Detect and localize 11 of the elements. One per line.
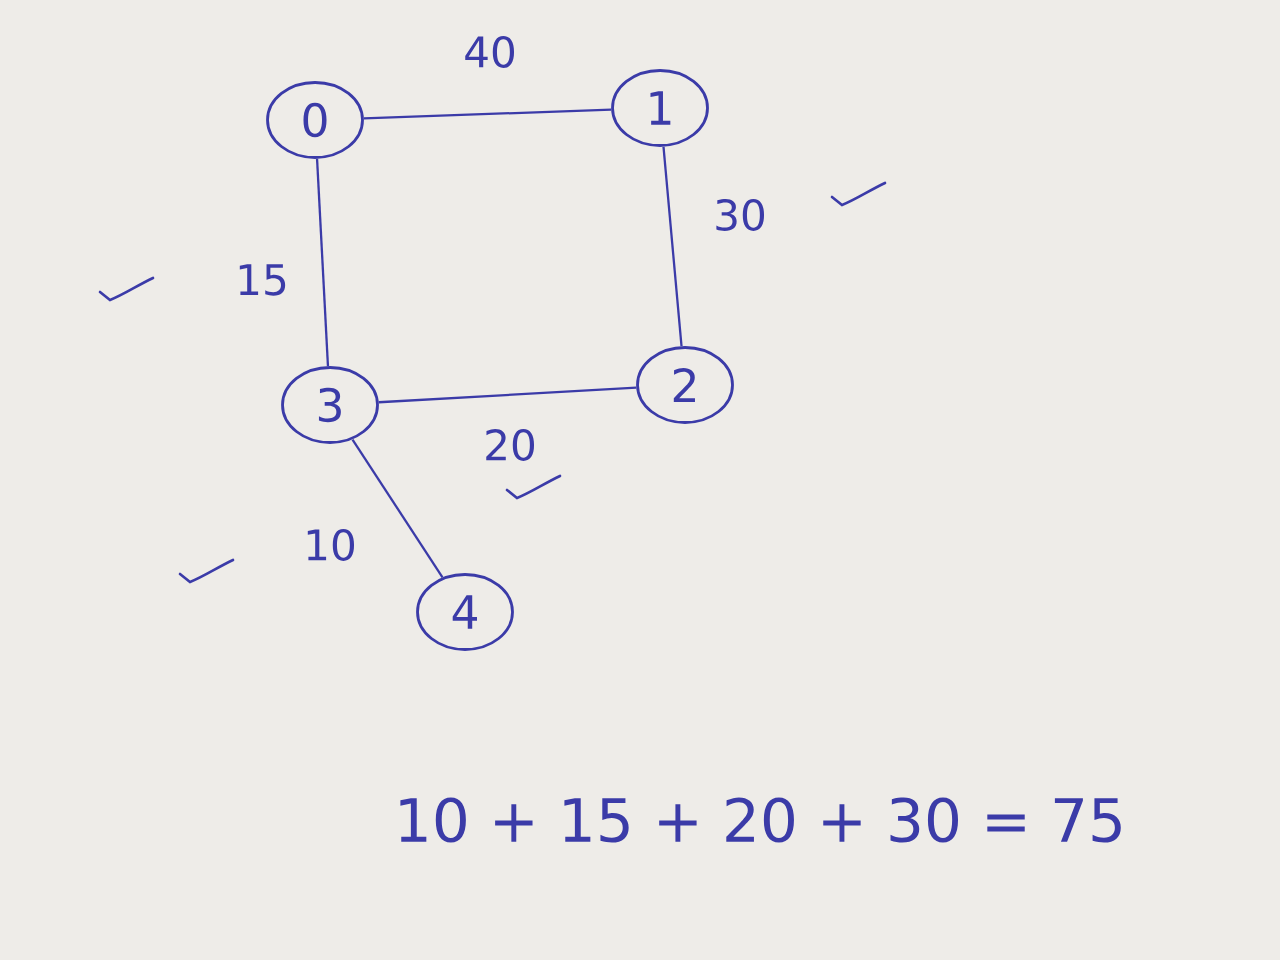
edge-label: 40 xyxy=(459,32,521,72)
edge-line xyxy=(315,158,330,367)
edge-label: 15 xyxy=(231,260,293,300)
edge-line xyxy=(662,146,683,347)
edge-line xyxy=(363,108,612,120)
equation-text: 10 + 15 + 20 + 30 = 75 xyxy=(400,797,1121,843)
edge-line xyxy=(351,438,444,579)
edge-line xyxy=(378,386,637,404)
edge-label: 30 xyxy=(709,195,771,235)
edge-label: 20 xyxy=(479,425,541,465)
edge-label: 10 xyxy=(299,525,361,565)
